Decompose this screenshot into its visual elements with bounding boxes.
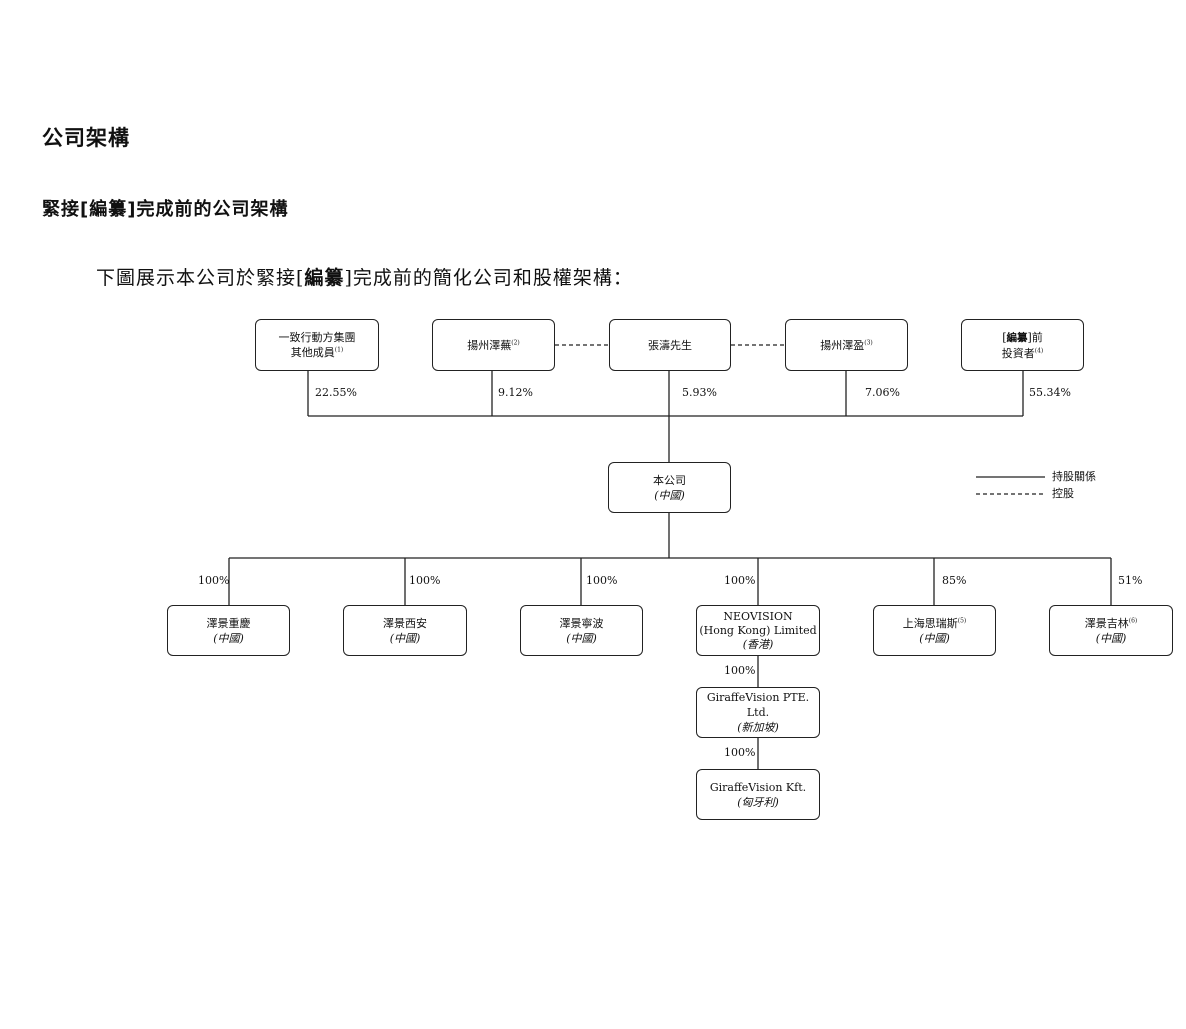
- shareholder-box-pre-investors: [編纂]前 投資者(4): [961, 319, 1084, 371]
- shareholding-percent: 55.34%: [1029, 386, 1071, 399]
- legend-shareholding-label: 持股關係: [1052, 470, 1096, 483]
- subsidiary-box-giraffevision-hu: GiraffeVision Kft. (匈牙利): [696, 769, 820, 820]
- legend-control-label: 控股: [1052, 487, 1074, 500]
- subsidiary-percent: 100%: [586, 574, 618, 587]
- shareholder-box-zhang-tao: 張濤先生: [609, 319, 731, 371]
- subsidiary-box-zejing-xian: 澤景西安 (中國): [343, 605, 467, 656]
- shareholder-box-yangzhou-zewu: 揚州澤蕪(2): [432, 319, 555, 371]
- company-box: 本公司 (中國): [608, 462, 731, 513]
- shareholding-percent: 22.55%: [315, 386, 357, 399]
- shareholding-percent: 9.12%: [498, 386, 533, 399]
- page-title: 公司架構: [42, 126, 130, 150]
- subsidiary-percent: 100%: [198, 574, 230, 587]
- subsidiary-percent: 85%: [942, 574, 967, 587]
- section-heading: 緊接[編纂]完成前的公司架構: [42, 199, 289, 220]
- shareholding-percent: 5.93%: [682, 386, 717, 399]
- shareholder-box-yangzhou-zeying: 揚州澤盈(3): [785, 319, 908, 371]
- intro-text: 下圖展示本公司於緊接[編纂]完成前的簡化公司和股權架構：: [96, 267, 633, 289]
- subsidiary-box-zejing-chongqing: 澤景重慶 (中國): [167, 605, 290, 656]
- chain-percent: 100%: [724, 664, 756, 677]
- subsidiary-box-zejing-ningbo: 澤景寧波 (中國): [520, 605, 643, 656]
- subsidiary-percent: 51%: [1118, 574, 1143, 587]
- subsidiary-box-giraffevision-sg: GiraffeVision PTE. Ltd. (新加坡): [696, 687, 820, 738]
- subsidiary-box-neovision-hk: NEOVISION (Hong Kong) Limited (香港): [696, 605, 820, 656]
- shareholding-percent: 7.06%: [865, 386, 900, 399]
- shareholder-box-concert-group: 一致行動方集團 其他成員(1): [255, 319, 379, 371]
- subsidiary-box-zejing-jilin: 澤景吉林(6) (中國): [1049, 605, 1173, 656]
- subsidiary-box-shanghai-sirisi: 上海思瑞斯(5) (中國): [873, 605, 996, 656]
- subsidiary-percent: 100%: [724, 574, 756, 587]
- chain-percent: 100%: [724, 746, 756, 759]
- subsidiary-percent: 100%: [409, 574, 441, 587]
